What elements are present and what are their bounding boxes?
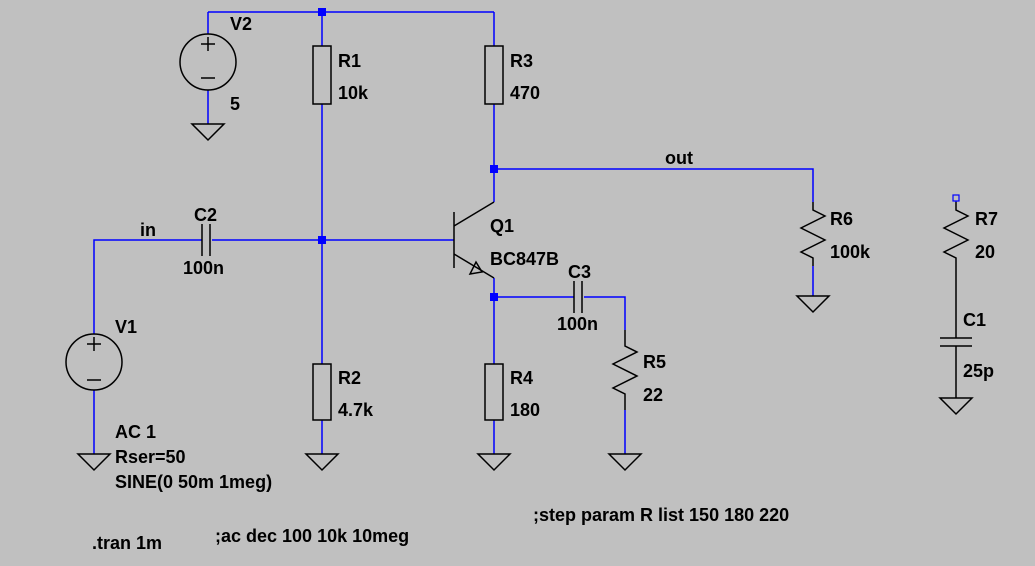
c1-plates [940,337,972,347]
c1-label: C1 [963,310,986,330]
resistor-r4[interactable]: R4 180 [484,363,540,421]
r4-label: R4 [510,368,533,388]
r4-body [484,363,504,421]
ground-icon [938,397,974,416]
c2-plates [201,224,211,256]
v2-value: 5 [230,94,240,114]
wire-c3-r5[interactable] [584,296,626,330]
resistor-r6[interactable]: R6 100k [799,202,871,266]
resistor-r3[interactable]: R3 470 [484,45,540,105]
r7-label: R7 [975,209,998,229]
r6-label: R6 [830,209,853,229]
r2-label: R2 [338,368,361,388]
c3-label: C3 [568,262,591,282]
v1-ac: AC 1 [115,422,156,442]
wires [93,11,957,454]
resistor-r2[interactable]: R2 4.7k [312,363,374,421]
source-v2[interactable]: V2 5 [179,14,252,114]
transistor-q1[interactable]: Q1 BC847B [453,201,559,279]
capacitor-c3[interactable]: C3 100n [557,262,598,334]
resistor-r7[interactable]: R7 20 [942,202,998,338]
r7-body [942,202,970,338]
junction-dot [490,293,498,301]
v1-symbol [65,333,123,391]
r7-open-pin[interactable] [952,194,960,202]
r3-value: 470 [510,83,540,103]
resistor-r1[interactable]: R1 10k [312,45,369,105]
ground-icon [190,123,226,142]
wire-in-net[interactable] [93,239,202,334]
q1-model: BC847B [490,249,559,269]
ground-icon [76,453,112,472]
resistor-r5[interactable]: R5 22 [611,330,666,410]
r2-body [312,363,332,421]
r2-value: 4.7k [338,400,374,420]
ground-icon [795,295,831,314]
ground-icon [476,453,512,472]
plus-icon [201,37,215,51]
directive-ac[interactable]: ;ac dec 100 10k 10meg [215,526,409,546]
v2-label: V2 [230,14,252,34]
v1-sine: SINE(0 50m 1meg) [115,472,272,492]
r6-value: 100k [830,242,871,262]
source-v1[interactable]: V1 AC 1 Rser=50 SINE(0 50m 1meg) [65,317,272,492]
r7-value: 20 [975,242,995,262]
q1-collector-leg [453,201,495,227]
r5-value: 22 [643,385,663,405]
wire-out-net[interactable] [494,168,814,202]
c2-label: C2 [194,205,217,225]
r4-value: 180 [510,400,540,420]
c1-value: 25p [963,361,994,381]
r6-body [799,202,827,266]
plus-icon [87,337,101,351]
ground-icon [607,453,643,472]
directive-tran[interactable]: .tran 1m [92,533,162,553]
q1-label: Q1 [490,216,514,236]
c3-plates [573,281,583,313]
junction-dot [318,8,326,16]
net-label-out[interactable]: out [665,148,693,168]
q1-emitter-arrow-icon [468,260,484,275]
net-label-in[interactable]: in [140,220,156,240]
r3-label: R3 [510,51,533,71]
r3-body [484,45,504,105]
r1-label: R1 [338,51,361,71]
v2-symbol [179,33,237,91]
c3-value: 100n [557,314,598,334]
capacitor-c1[interactable]: C1 25p [940,310,994,398]
capacitor-c2[interactable]: C2 100n [183,205,224,278]
r5-label: R5 [643,352,666,372]
v1-rser: Rser=50 [115,447,186,467]
directive-step[interactable]: ;step param R list 150 180 220 [533,505,789,525]
r5-body [611,330,639,410]
c2-value: 100n [183,258,224,278]
junction-dot [318,236,326,244]
r1-body [312,45,332,105]
v1-label: V1 [115,317,137,337]
junctions [318,8,960,301]
junction-dot [490,165,498,173]
ground-icon [304,453,340,472]
r1-value: 10k [338,83,369,103]
